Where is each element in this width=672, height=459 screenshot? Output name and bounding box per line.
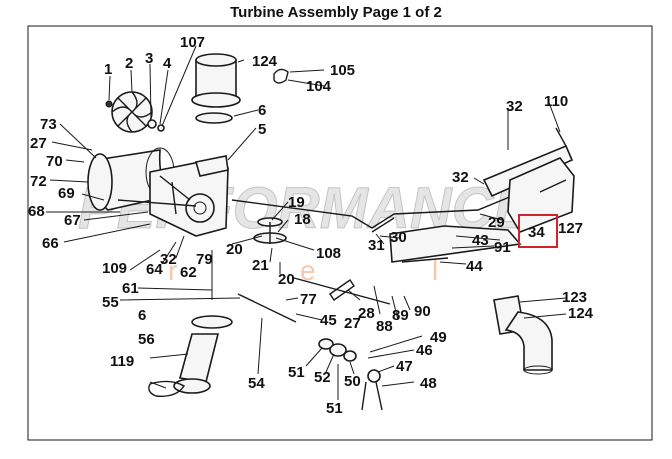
lower-pipe-part	[148, 315, 233, 397]
callout-110: 110	[544, 93, 568, 110]
linkage-rod-part	[371, 217, 395, 233]
callout-55: 55	[102, 294, 119, 311]
callout-30: 30	[390, 229, 407, 246]
washer-part	[147, 119, 157, 129]
spring-part	[401, 257, 449, 263]
turbine-body-part	[149, 155, 229, 237]
callout-31: 31	[368, 237, 385, 254]
callout-4: 4	[163, 55, 172, 72]
callout-27a: 27	[30, 135, 47, 152]
callout-48: 48	[420, 375, 437, 392]
callout-51b: 51	[326, 400, 343, 417]
callout-72: 72	[30, 173, 47, 190]
bracket-part	[482, 127, 575, 233]
callout-124b: 124	[568, 305, 594, 322]
callout-64: 64	[146, 261, 163, 278]
callout-1: 1	[104, 61, 112, 78]
callout-45: 45	[320, 312, 337, 329]
callout-34: 34	[528, 224, 545, 241]
watermark-sub-2: e	[300, 255, 316, 286]
callout-109: 109	[102, 260, 127, 277]
callout-69: 69	[58, 185, 75, 202]
callout-21: 21	[252, 257, 269, 274]
callout-32a: 32	[506, 98, 523, 115]
callout-70: 70	[46, 153, 63, 170]
callout-3: 3	[145, 50, 153, 67]
callout-54: 54	[248, 375, 265, 392]
callout-56: 56	[138, 331, 155, 348]
callout-127: 127	[558, 220, 583, 237]
callout-90: 90	[414, 303, 431, 320]
callout-32b: 32	[452, 169, 469, 186]
callout-50: 50	[344, 373, 361, 390]
callout-18: 18	[294, 211, 311, 228]
callout-32c: 32	[160, 251, 177, 268]
callout-20b: 20	[278, 271, 295, 288]
callout-labels: 1 2 3 4 107 124 105 104 6 5 73 27 70 72 …	[28, 34, 594, 417]
callout-68: 68	[28, 203, 45, 220]
callout-119: 119	[110, 353, 134, 370]
rod-part	[293, 277, 391, 305]
callout-29: 29	[488, 214, 505, 231]
callout-91: 91	[494, 239, 511, 256]
callout-47: 47	[396, 358, 413, 375]
callout-88: 88	[376, 318, 393, 335]
diagram-border	[27, 25, 653, 441]
callout-19: 19	[288, 194, 305, 211]
callout-6a: 6	[258, 102, 266, 119]
shaft-part	[117, 199, 197, 207]
callout-67: 67	[64, 212, 81, 229]
callout-46: 46	[416, 342, 433, 359]
intake-elbow-part	[493, 295, 553, 375]
link-part	[329, 279, 355, 301]
impeller-part	[111, 91, 153, 133]
callout-43: 43	[472, 232, 489, 249]
page-title: Turbine Assembly Page 1 of 2	[230, 4, 442, 21]
callout-2: 2	[125, 55, 133, 72]
mount-plate-part	[389, 225, 522, 263]
callout-108: 108	[316, 245, 341, 262]
callout-52: 52	[314, 369, 331, 386]
callout-104: 104	[306, 78, 332, 95]
callout-20a: 20	[226, 241, 243, 258]
callout-61: 61	[122, 280, 139, 297]
callout-44: 44	[466, 258, 483, 275]
callout-123: 123	[562, 289, 587, 306]
callout-28: 28	[358, 305, 375, 322]
callout-124a: 124	[252, 53, 278, 70]
exhaust-stack-part	[191, 53, 241, 124]
lever-part	[253, 217, 287, 244]
callout-5: 5	[258, 121, 266, 138]
callout-105: 105	[330, 62, 355, 79]
callout-62: 62	[180, 264, 197, 281]
callout-107: 107	[180, 34, 205, 51]
callout-89: 89	[392, 307, 409, 324]
callout-27b: 27	[344, 315, 361, 332]
watermark-sub-3: l	[432, 255, 438, 286]
callout-49: 49	[430, 329, 447, 346]
highlight-box	[518, 214, 558, 248]
linkage-rod-part	[231, 195, 513, 229]
callout-6b: 6	[138, 307, 146, 324]
bearing-stack-part	[318, 338, 383, 411]
callout-66: 66	[42, 235, 59, 252]
watermark-sub-1: r	[168, 255, 177, 286]
leader-lines	[46, 45, 567, 400]
shaft-part	[237, 293, 297, 323]
screw-part	[105, 100, 113, 108]
clamp-part	[273, 68, 289, 84]
washer-part	[157, 124, 165, 132]
callout-51a: 51	[288, 364, 305, 381]
callout-73: 73	[40, 116, 57, 133]
callout-77: 77	[300, 291, 317, 308]
callout-79: 79	[196, 251, 213, 268]
